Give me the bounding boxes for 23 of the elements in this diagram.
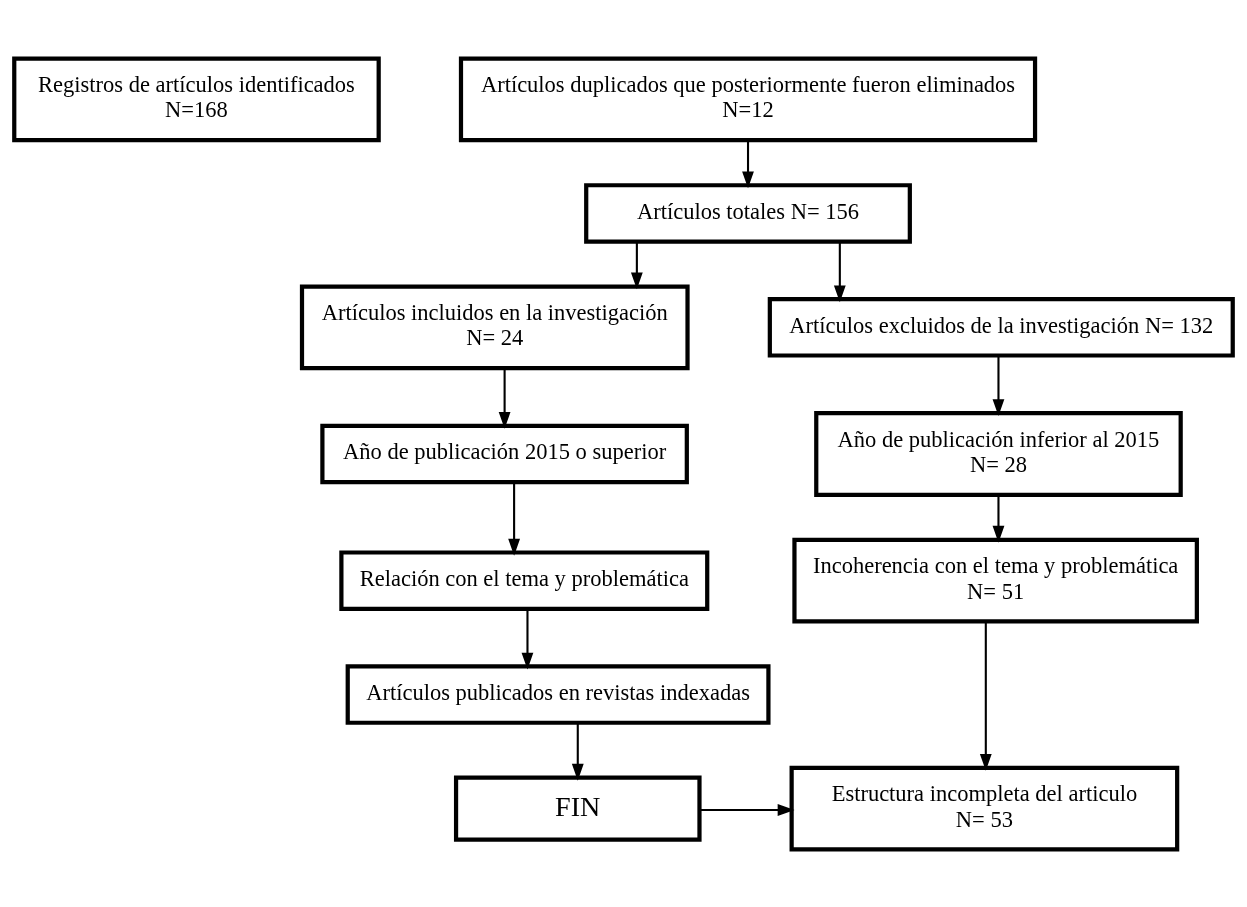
arrow <box>742 140 754 188</box>
arrow <box>521 608 534 670</box>
node-box: Artículos duplicados que posteriormente fueron eliminados N=12 <box>458 56 1038 142</box>
node-box: Artículos incluidos en la investigación N= 24 <box>299 283 690 370</box>
arrow <box>992 494 1005 543</box>
node-box: Año de publicación inferior al 2015 N= 28 <box>814 410 1183 497</box>
node-box: Año de publicación 2015 o superior <box>320 423 689 484</box>
node-box: Incoherencia con el tema y problemática N= 51 <box>792 537 1199 624</box>
arrow <box>571 722 584 781</box>
node-box: Artículos totales N= 156 <box>584 182 912 244</box>
arrow <box>699 803 795 816</box>
arrow <box>979 621 992 771</box>
node-box: Registros de artículos identificados N=168 <box>12 56 381 142</box>
node-box: FIN <box>453 775 702 842</box>
arrow <box>833 241 846 302</box>
node-box: Estructura incompleta del articulo N= 53 <box>789 765 1180 851</box>
arrow <box>498 368 511 429</box>
node-box: Artículos excluidos de la investigación N= 132 <box>767 296 1235 358</box>
node-box: Relación con el tema y problemática <box>339 549 710 611</box>
arrow <box>630 241 643 289</box>
arrow <box>508 482 521 556</box>
arrow <box>992 355 1005 416</box>
node-box: Artículos publicados en revistas indexadas <box>345 663 771 725</box>
